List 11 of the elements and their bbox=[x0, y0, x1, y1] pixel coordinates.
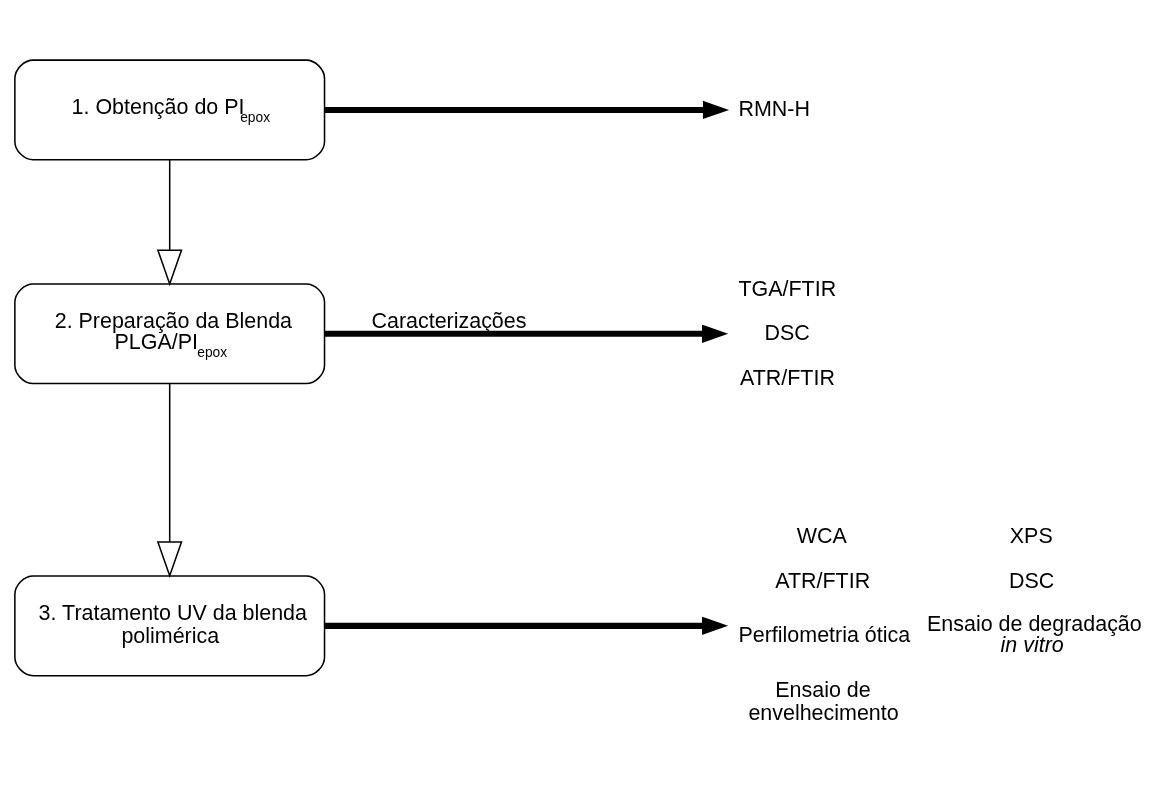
node-text: TGA/FTIR DSC ATR/FTIR bbox=[738, 276, 837, 390]
node-box: 3. Tratamento UV da blenda polimérica bbox=[14, 574, 326, 676]
arrow bbox=[156, 158, 183, 286]
arrow bbox=[324, 100, 730, 119]
node-box: 2. Preparação da Blenda PLGA/PI$_{epox}$ bbox=[14, 282, 326, 384]
node-text: RMN-H bbox=[738, 96, 810, 121]
arrow bbox=[156, 382, 183, 578]
node-box: 1. Obtenção do PI$_{epox}$ bbox=[14, 58, 326, 161]
arrow bbox=[325, 324, 729, 343]
arrow bbox=[324, 616, 729, 635]
edge-label: Caracterizações bbox=[371, 308, 527, 333]
